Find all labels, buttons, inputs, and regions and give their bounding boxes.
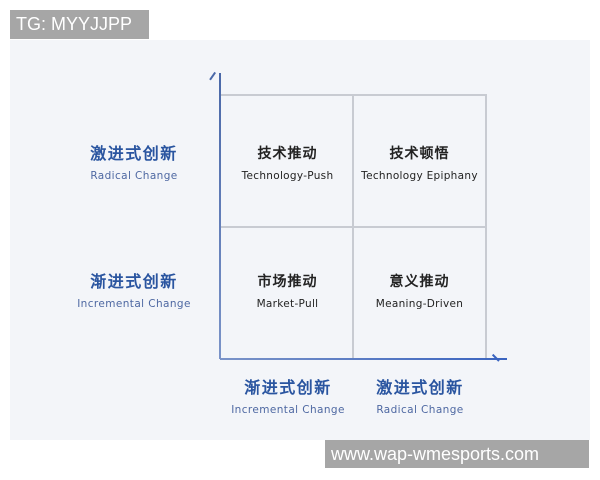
grid-line-center: [352, 94, 354, 358]
x-axis-line: [220, 358, 507, 360]
quadrant-title-en: Meaning-Driven: [375, 298, 464, 310]
watermark-top: TG: MYYJJPP: [10, 10, 149, 39]
axis-label-en: Incremental Change: [77, 298, 191, 310]
grid-line-right: [485, 94, 487, 358]
axis-label-zh: 激进式创新: [90, 144, 178, 163]
quadrant-title-en: Technology Epiphany: [361, 170, 478, 182]
y-label-incremental: 渐进式创新 Incremental Change: [64, 272, 204, 311]
quadrant-grid: [221, 94, 487, 358]
quadrant-market-pull: 市场推动 Market-Pull: [221, 273, 354, 311]
quadrant-technology-push: 技术推动 Technology-Push: [221, 145, 354, 183]
axis-label-zh: 渐进式创新: [90, 272, 178, 291]
quadrant-title-zh: 市场推动: [257, 274, 318, 290]
x-label-incremental: 渐进式创新 Incremental Change: [218, 378, 358, 417]
y-label-radical: 激进式创新 Radical Change: [64, 144, 204, 183]
quadrant-technology-epiphany: 技术顿悟 Technology Epiphany: [353, 145, 486, 183]
axis-label-zh: 激进式创新: [376, 378, 464, 397]
axis-label-en: Incremental Change: [231, 404, 345, 416]
watermark-bottom: www.wap-wmesports.com: [325, 440, 589, 468]
quadrant-title-zh: 意义推动: [389, 274, 450, 290]
x-label-radical: 激进式创新 Radical Change: [350, 378, 490, 417]
quadrant-title-en: Market-Pull: [256, 298, 319, 310]
diagram-panel: [10, 40, 590, 440]
quadrant-meaning-driven: 意义推动 Meaning-Driven: [353, 273, 486, 311]
axis-label-en: Radical Change: [90, 170, 178, 182]
quadrant-title-zh: 技术推动: [257, 146, 318, 162]
axis-label-en: Radical Change: [376, 404, 464, 416]
axis-label-zh: 渐进式创新: [244, 378, 332, 397]
y-axis-line: [219, 73, 221, 359]
quadrant-title-zh: 技术顿悟: [389, 146, 450, 162]
quadrant-title-en: Technology-Push: [241, 170, 334, 182]
